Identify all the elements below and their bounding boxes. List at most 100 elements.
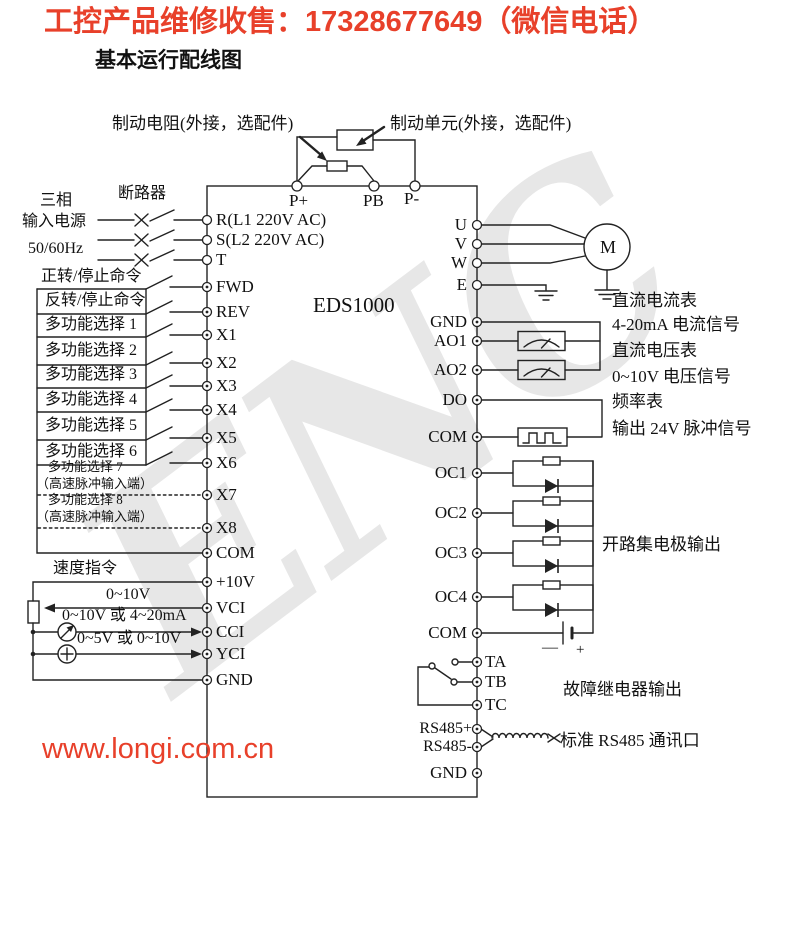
- wire-pplus-to-brake-unit: [296, 136, 338, 187]
- multi-select3-label: 多功能选择 3: [45, 366, 138, 383]
- brake-resistor-label: 制动电阻(外接，选配件): [112, 114, 294, 133]
- rev-command-label: 反转/停止命令: [45, 292, 146, 309]
- switch-rev: [145, 300, 204, 315]
- multi-select7-sub: （高速脉冲输入端）: [36, 476, 154, 491]
- terminal-label-gnd-left: GND: [216, 670, 253, 689]
- vci-range-label: 0~10V: [106, 586, 151, 603]
- battery-minus-label: —: [542, 639, 558, 656]
- brake-resistor-box: [326, 160, 348, 172]
- switch-x5: [145, 426, 204, 441]
- multi-select6-label: 多功能选择 6: [45, 443, 138, 460]
- switch-x6: [145, 451, 204, 466]
- wire-ao-return: [480, 321, 601, 371]
- speed-command-label: 速度指令: [53, 560, 118, 577]
- wire-r-breaker: [97, 209, 204, 227]
- terminal-label-x5: X5: [216, 428, 237, 447]
- terminal-label-t: T: [216, 250, 227, 269]
- note-dc-voltmeter: 直流电压表: [612, 341, 697, 360]
- terminal-label-pplus: P+: [289, 191, 309, 210]
- terminal-label-ao1: AO1: [433, 331, 467, 350]
- terminal-label-x6: X6: [216, 453, 237, 472]
- wire-brake-resistor-to-pb: [346, 165, 375, 182]
- terminal-label-ao2: AO2: [433, 360, 467, 379]
- switch-x1: [145, 323, 204, 338]
- terminal-label-rs485p: RS485+: [419, 720, 472, 737]
- current-source-arrowhead: [66, 625, 74, 632]
- terminal-label-v: V: [454, 234, 467, 253]
- e-earth-symbol: [480, 284, 558, 301]
- brake-unit-box: [336, 129, 374, 151]
- rs485-lead-in: [480, 728, 494, 748]
- terminal-label-gnd-ao: GND: [430, 312, 467, 331]
- terminal-label-x3: X3: [216, 376, 237, 395]
- terminal-label-rs485n: RS485-: [423, 738, 472, 755]
- brake-unit-pointer-head: [356, 137, 367, 146]
- voltage-source-plus: [60, 647, 74, 661]
- twisted-pair-end-cross: [547, 733, 561, 743]
- battery-plus-label: +: [576, 642, 585, 658]
- analog-ground-bus: [32, 622, 204, 681]
- website-text: www.longi.com.cn: [42, 733, 275, 765]
- oc4-diode: [545, 603, 558, 617]
- motor-earth-symbol: [594, 269, 620, 300]
- brake-unit-label: 制动单元(外接，选配件): [390, 114, 572, 133]
- terminal-label-cci: CCI: [216, 622, 245, 641]
- terminal-label-x7: X7: [216, 485, 237, 504]
- terminal-label-ta: TA: [485, 652, 507, 671]
- multi-select8-label: 多功能选择 8: [48, 492, 123, 507]
- twisted-pair-symbol: [491, 732, 549, 739]
- brake-resistor-pointer-head: [316, 151, 327, 161]
- terminal-center-dots: [205, 285, 479, 775]
- terminal-label-pb: PB: [363, 191, 384, 210]
- meter-ao1-box: [517, 330, 566, 352]
- wire-u: [480, 224, 586, 239]
- current-source-symbol: [57, 622, 77, 642]
- brake-unit-pointer-line: [361, 125, 386, 143]
- terminal-label-e: E: [456, 275, 467, 294]
- wire-t-breaker: [97, 249, 204, 267]
- breaker-label: 断路器: [118, 185, 167, 202]
- terminal-label-yci: YCI: [216, 644, 246, 663]
- vci-arrowhead: [44, 603, 55, 613]
- oc1-diode: [545, 479, 558, 493]
- terminal-label-x1: X1: [216, 325, 237, 344]
- square-wave-glyph: [522, 432, 562, 444]
- terminal-label-fwd: FWD: [216, 277, 254, 296]
- note-pulse-signal: 输出 24V 脉冲信号: [612, 419, 752, 438]
- terminal-label-pminus: P-: [404, 189, 420, 208]
- terminal-label-com: COM: [216, 543, 255, 562]
- switch-x2: [145, 351, 204, 366]
- note-current-signal: 4-20mA 电流信号: [612, 315, 740, 334]
- terminal-label-tb: TB: [485, 672, 507, 691]
- model-label: EDS1000: [313, 293, 395, 317]
- multi-select8-sub: （高速脉冲输入端）: [36, 509, 154, 524]
- yci-range-label: 0~5V 或 0~10V: [77, 630, 182, 647]
- wire-w: [480, 255, 586, 264]
- terminal-label-oc1: OC1: [434, 463, 467, 482]
- cci-range-label: 0~10V 或 4~20mA: [62, 607, 187, 624]
- terminal-label-gnd-comm: GND: [430, 763, 467, 782]
- potentiometer-box: [27, 600, 40, 624]
- switch-x3: [145, 374, 204, 389]
- oc4-resistor: [542, 580, 561, 590]
- brake-resistor-pointer-line: [298, 135, 323, 157]
- note-open-collector: 开路集电极输出: [602, 535, 721, 554]
- terminal-label-do: DO: [442, 390, 467, 409]
- meter-ao2-box: [517, 359, 566, 381]
- service-header: 工控产品维修收售：17328677649（微信电话）: [44, 6, 657, 38]
- source-label: 输入电源: [22, 213, 87, 230]
- freq-label: 50/60Hz: [28, 240, 84, 257]
- multi-select1-label: 多功能选择 1: [45, 316, 138, 333]
- note-dc-ammeter: 直流电流表: [612, 291, 697, 310]
- wire-s-breaker: [97, 229, 204, 247]
- pulse-input-dotted-wires: [37, 494, 204, 529]
- oc3-diode: [545, 559, 558, 573]
- motor-m-label: M: [600, 237, 617, 257]
- yci-arrowhead: [191, 649, 202, 659]
- frequency-meter-box: [517, 427, 568, 447]
- digital-ladder-rungs: [36, 288, 147, 466]
- junction-dot-yci: [30, 651, 36, 657]
- note-fault-relay: 故障继电器输出: [563, 680, 682, 699]
- junction-dot-cci: [30, 629, 36, 635]
